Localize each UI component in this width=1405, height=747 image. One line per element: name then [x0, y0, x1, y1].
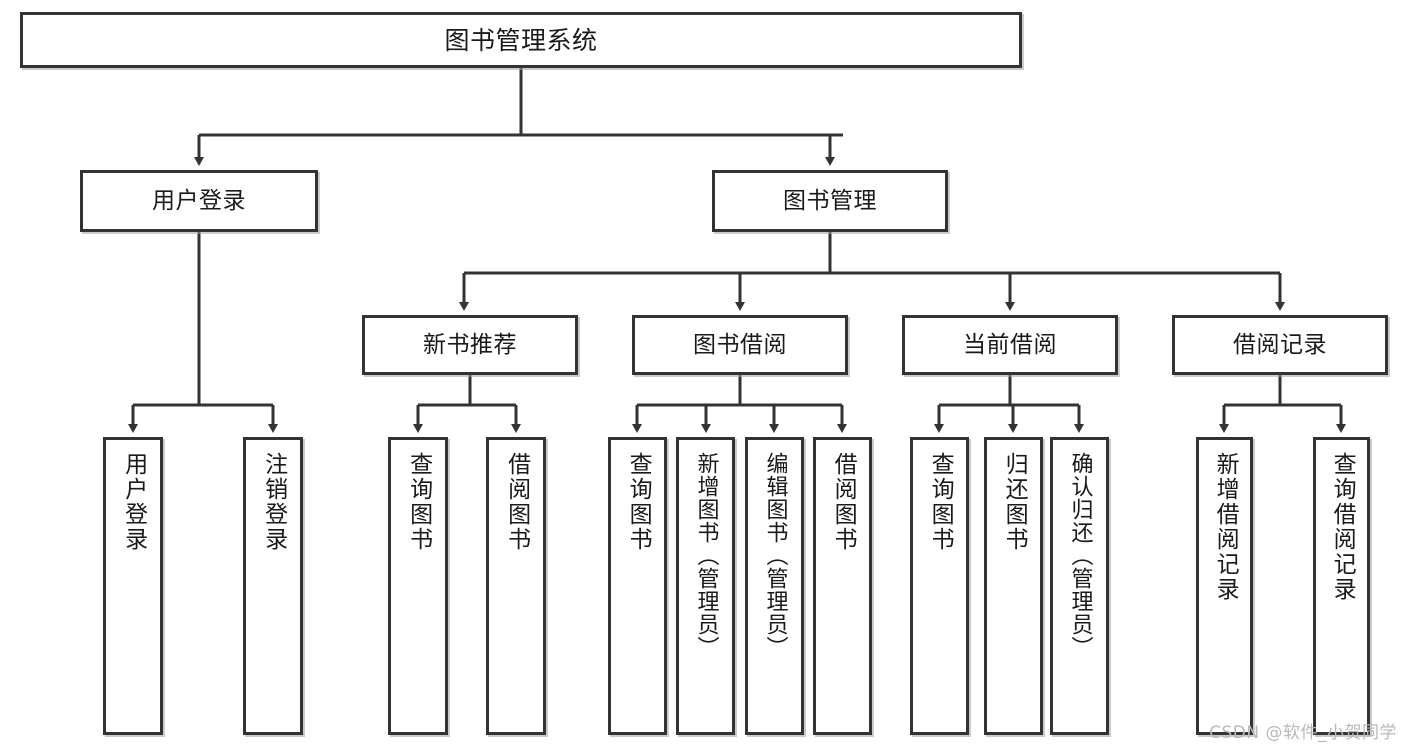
leaf-logout-label: 注销登录 [260, 452, 287, 552]
leaf-borrow-book-recommend[interactable]: 借阅图书 [486, 437, 546, 735]
leaf-add-book-admin-label: 新增图书（管理员） [693, 452, 719, 659]
leaf-query-book-recommend-label: 查询图书 [405, 452, 432, 552]
node-current-borrow-label: 当前借阅 [963, 331, 1057, 358]
leaf-edit-book-admin-label: 编辑图书（管理员） [762, 452, 788, 659]
leaf-return-book-label: 归还图书 [1001, 452, 1028, 552]
leaf-add-book-admin[interactable]: 新增图书（管理员） [676, 437, 735, 735]
leaf-borrow-book[interactable]: 借阅图书 [813, 437, 872, 735]
node-borrow-record-label: 借阅记录 [1233, 331, 1327, 358]
leaf-query-book-borrow[interactable]: 查询图书 [608, 437, 667, 735]
leaf-query-borrow-record-label: 查询借阅记录 [1329, 452, 1356, 602]
leaf-query-borrow-record[interactable]: 查询借阅记录 [1313, 437, 1370, 735]
leaf-query-book-borrow-label: 查询图书 [625, 452, 652, 552]
leaf-logout[interactable]: 注销登录 [243, 437, 303, 735]
leaf-user-login[interactable]: 用户登录 [103, 437, 163, 735]
node-book-management-label: 图书管理 [783, 187, 877, 214]
leaf-edit-book-admin[interactable]: 编辑图书（管理员） [745, 437, 804, 735]
node-borrow-record[interactable]: 借阅记录 [1172, 315, 1388, 375]
node-new-book-recommend[interactable]: 新书推荐 [362, 315, 578, 375]
leaf-add-borrow-record[interactable]: 新增借阅记录 [1196, 437, 1253, 735]
node-root[interactable]: 图书管理系统 [20, 12, 1022, 68]
node-new-book-recommend-label: 新书推荐 [423, 331, 517, 358]
node-user-login-label: 用户登录 [152, 187, 246, 214]
node-book-management[interactable]: 图书管理 [712, 170, 948, 232]
leaf-query-book-current-label: 查询图书 [927, 452, 954, 552]
node-book-borrow[interactable]: 图书借阅 [632, 315, 848, 375]
leaf-confirm-return-admin[interactable]: 确认归还（管理员） [1050, 437, 1109, 735]
node-user-login[interactable]: 用户登录 [80, 170, 318, 232]
leaf-return-book[interactable]: 归还图书 [984, 437, 1043, 735]
leaf-user-login-label: 用户登录 [120, 452, 147, 552]
leaf-borrow-book-label: 借阅图书 [830, 452, 857, 552]
node-book-borrow-label: 图书借阅 [693, 331, 787, 358]
watermark: CSDN @软件_小贺同学 [1209, 723, 1397, 743]
node-current-borrow[interactable]: 当前借阅 [902, 315, 1118, 375]
leaf-query-book-current[interactable]: 查询图书 [910, 437, 969, 735]
leaf-add-borrow-record-label: 新增借阅记录 [1212, 452, 1239, 602]
leaf-borrow-book-recommend-label: 借阅图书 [503, 452, 530, 552]
leaf-query-book-recommend[interactable]: 查询图书 [388, 437, 448, 735]
node-root-label: 图书管理系统 [444, 25, 598, 55]
leaf-confirm-return-admin-label: 确认归还（管理员） [1067, 452, 1093, 659]
